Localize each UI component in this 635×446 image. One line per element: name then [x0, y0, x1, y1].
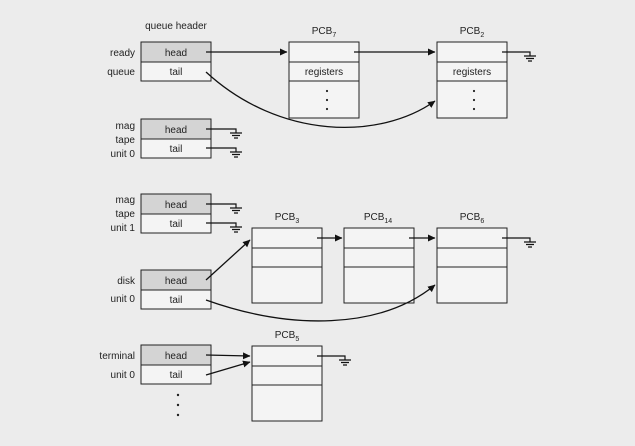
arrow-disk-head [205, 239, 251, 281]
queue-header-title: queue header [145, 21, 207, 32]
queue-label-line1: disk [117, 276, 136, 287]
tail-label: tail [170, 67, 183, 78]
queue-label-line1: terminal [99, 351, 135, 362]
queue-mag-tape-1: mag tape unit 1 head tail [111, 193, 212, 234]
null-mag1-tail [206, 222, 242, 233]
pcb-label: PCB14 [364, 212, 392, 225]
arrow-terminal-tail [205, 360, 251, 376]
pcb-label: PCB3 [275, 212, 300, 225]
pcb-5: PCB5 [251, 330, 323, 422]
pcb-label: PCB2 [460, 26, 485, 39]
tail-cell [140, 364, 212, 385]
null-pcb6 [502, 237, 536, 248]
arrow-disk-tail [205, 284, 436, 322]
tail-label: tail [170, 370, 183, 381]
null-pcb2 [502, 51, 536, 62]
queue-ready: ready queue head tail [107, 41, 212, 82]
queue-label-line2: unit 0 [111, 294, 136, 305]
pcb-2: PCB2 registers [436, 26, 508, 119]
queue-label-line2: queue [107, 67, 135, 78]
queue-label-line1: mag [116, 121, 135, 132]
pcb-7: PCB7 registers [288, 26, 360, 119]
queue-terminal-0: terminal unit 0 head tail [99, 344, 212, 385]
queue-label-line3: unit 0 [111, 149, 136, 160]
pcb-14: PCB14 [343, 212, 415, 304]
queue-mag-tape-0: mag tape unit 0 head tail [111, 118, 212, 160]
tail-cell [140, 289, 212, 310]
more-queues-ellipsis [176, 393, 180, 417]
queue-disk-0: disk unit 0 head tail [111, 269, 212, 310]
registers-label: registers [453, 67, 491, 78]
arrow-terminal-head [205, 352, 251, 360]
tail-label: tail [170, 295, 183, 306]
head-label: head [165, 125, 187, 136]
tail-label: tail [170, 219, 183, 230]
tail-cell [140, 61, 212, 82]
head-label: head [165, 351, 187, 362]
null-mag0-head [206, 128, 242, 139]
queue-label-line1: mag [116, 195, 135, 206]
head-label: head [165, 200, 187, 211]
head-label: head [165, 276, 187, 287]
queue-label-line2: tape [116, 135, 136, 146]
queue-label-line3: unit 1 [111, 223, 136, 234]
null-mag0-tail [206, 147, 242, 158]
pcb-label: PCB7 [312, 26, 337, 39]
pcb-label: PCB6 [460, 212, 485, 225]
arrow-ready-tail [205, 71, 436, 128]
pointer-arrows [205, 48, 436, 376]
null-terminators [206, 51, 536, 366]
registers-label: registers [305, 67, 343, 78]
tail-label: tail [170, 144, 183, 155]
pcb-3: PCB3 [251, 212, 323, 304]
null-pcb5 [317, 355, 351, 366]
queue-label-line2: tape [116, 209, 136, 220]
queue-label-line2: unit 0 [111, 370, 136, 381]
head-label: head [165, 48, 187, 59]
pcb-6: PCB6 [436, 212, 508, 304]
queue-label-line1: ready [110, 48, 135, 59]
null-mag1-head [206, 203, 242, 214]
pcb-label: PCB5 [275, 330, 300, 343]
